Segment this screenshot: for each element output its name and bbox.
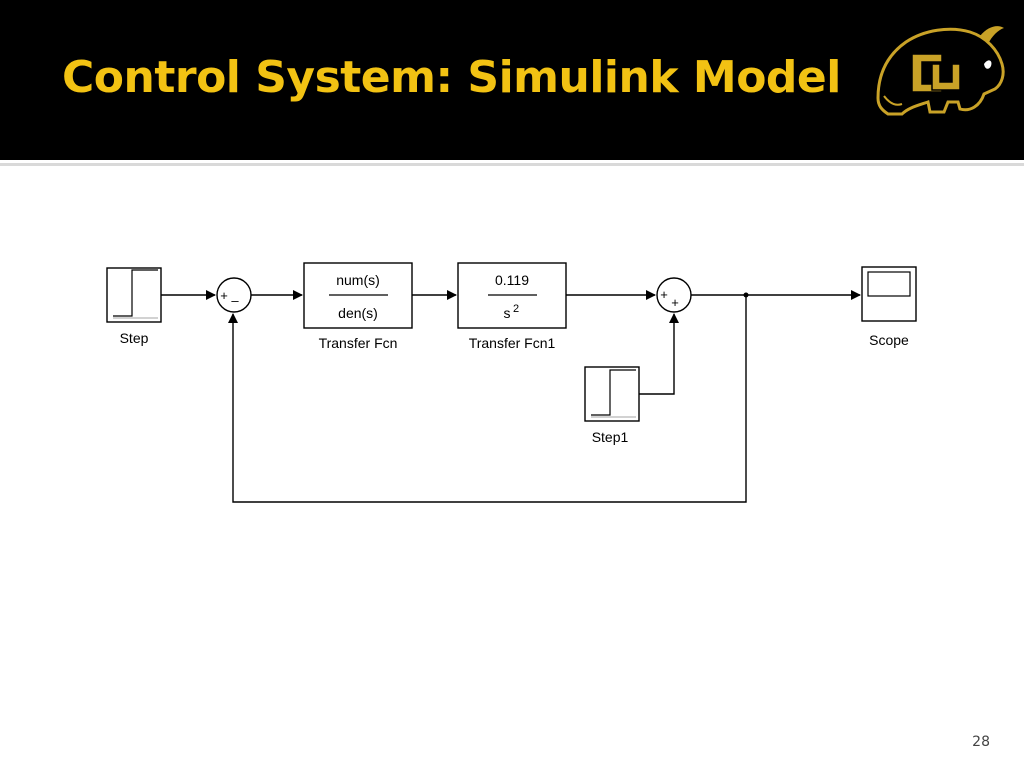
transfer-fcn1-denominator: s [504, 305, 511, 321]
line-feedback [228, 295, 747, 503]
transfer-fcn1-block: 0.119 s 2 Transfer Fcn1 [457, 262, 567, 351]
header-bar [0, 0, 1024, 160]
line-step1-to-sum2 [639, 313, 679, 395]
scope-label: Scope [869, 332, 909, 348]
scope-screen-icon [867, 271, 911, 297]
transfer-fcn-denominator: den(s) [338, 305, 378, 321]
sum1-block: + – [216, 277, 252, 313]
slide-title: Control System: Simulink Model [62, 52, 841, 103]
transfer-fcn-numerator: num(s) [336, 272, 380, 288]
transfer-fcn1-exponent: 2 [513, 303, 519, 315]
sum2-block: + + [656, 277, 692, 313]
sum2-plus-bottom-sign: + [671, 295, 679, 310]
scope-block: Scope [861, 266, 917, 348]
step1-block: Step1 [584, 366, 640, 445]
cu-buffalo-logo-icon [876, 26, 1005, 116]
page-number: 28 [972, 734, 990, 750]
sum1-minus-sign: – [231, 293, 239, 308]
step-block: Step [106, 267, 162, 346]
step-signal-icon [113, 269, 158, 317]
sum1-plus-sign: + [220, 288, 228, 303]
sum2-plus-left-sign: + [660, 287, 668, 302]
step-label: Step [120, 330, 149, 346]
step1-label: Step1 [592, 429, 629, 445]
transfer-fcn-label: Transfer Fcn [319, 335, 398, 351]
header-divider [0, 163, 1024, 166]
transfer-fcn1-label: Transfer Fcn1 [469, 335, 556, 351]
transfer-fcn-block: num(s) den(s) Transfer Fcn [303, 262, 413, 351]
transfer-fcn1-numerator: 0.119 [495, 272, 529, 288]
branch-point [743, 292, 749, 298]
step1-signal-icon [591, 369, 636, 416]
signal-lines [161, 290, 861, 503]
